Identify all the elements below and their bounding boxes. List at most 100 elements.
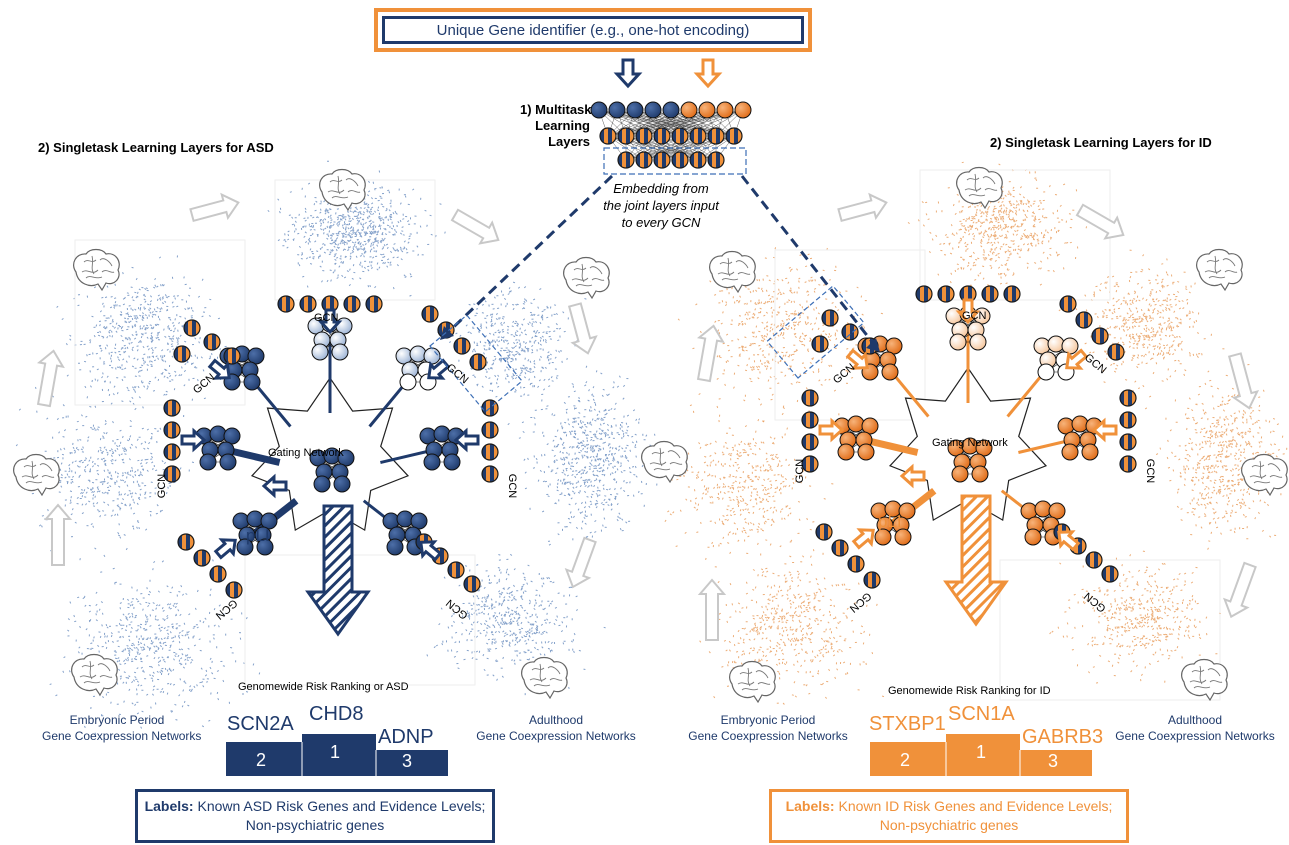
asd-pli-label: pLI: [246, 526, 270, 545]
mt-input-node: [626, 101, 644, 119]
id-gating-net: [947, 437, 993, 483]
asd-expert-net-4-node: [443, 453, 461, 471]
asd-embryonic-label: Embryonic Period Gene Coexpression Netwo…: [42, 712, 201, 744]
asd-adulthood-label: Adulthood Gene Coexpression Networks: [466, 712, 646, 744]
asd-gcn-arrow-6: [419, 540, 443, 562]
asd-gcn-node-5-2: [225, 581, 243, 599]
brain-icon-8-folds: [1204, 255, 1238, 279]
asd-labels-box: Labels: Known ASD Risk Genes and Evidenc…: [135, 789, 495, 843]
asd-expert-net-5-node: [246, 510, 264, 528]
gray-arrow-9-shape: [1227, 352, 1260, 410]
gray-arrow-12: [696, 324, 725, 383]
id-expert-net-4-node: [1081, 443, 1099, 461]
id-gcn-arrow-shape-0: [955, 298, 981, 325]
id-gcn-arrow-2: [1065, 348, 1089, 370]
asd-gcn-arrow-3: [180, 427, 207, 453]
mt-embed-node-circle: [671, 151, 689, 169]
asd-gcn-node-6-1-circle: [447, 561, 465, 579]
asd-gcn-node-3-0: [163, 399, 181, 417]
id-title: 2) Singletask Learning Layers for ID: [990, 135, 1212, 150]
mt-edge: [697, 109, 744, 137]
mt-embed-node-circle: [653, 151, 671, 169]
gray-arrow-8: [1075, 203, 1125, 240]
asd-cloud-3: [437, 281, 588, 426]
asd-gating-net: [309, 447, 355, 493]
brain-icon-10-folds: [1189, 665, 1223, 689]
multitask-label: 1) Multitask Learning Layers: [520, 102, 592, 150]
asd-gcn-node-3-1: [163, 421, 181, 439]
id-gcn-arrow-shape-1: [845, 348, 869, 370]
gray-arrow-11-shape: [697, 578, 727, 641]
id-labels-rest: Known ID Risk Genes and Evidence Levels;: [834, 798, 1113, 814]
asd-podium-step3: [376, 750, 448, 776]
brain-icon-11: [729, 660, 776, 704]
id-gcn-node-0-0-circle: [915, 285, 933, 303]
id-gcn-node-2-1: [1091, 327, 1109, 345]
embedding-line2: the joint layers input: [603, 198, 719, 213]
mt-hidden-node-circle: [689, 127, 707, 145]
brain-icon-5-folds: [79, 660, 113, 684]
asd-gcn-arrow-5: [213, 538, 237, 560]
asd-rank2-gene: SCN2A: [227, 713, 294, 735]
id-gcn-arrow-shape-4: [1091, 417, 1118, 443]
mt-input-node: [698, 101, 716, 119]
asd-gcn-arrow-shape-1: [207, 358, 231, 380]
brain-icon-12: [641, 440, 688, 484]
brain-icon-7: [956, 166, 1003, 210]
id-rank3-num: 3: [1048, 751, 1059, 771]
brain-icon-1-outline: [319, 168, 366, 212]
id-rank2-gene: STXBP1: [869, 713, 946, 735]
input-box-outer: Unique Gene identifier (e.g., one-hot en…: [374, 8, 812, 52]
brain-icon-11-outline: [729, 660, 776, 704]
gray-arrow-11: [697, 578, 727, 641]
asd-gcn-arrow-shape-4: [453, 427, 480, 453]
brain-icon-9-folds: [1249, 460, 1283, 484]
asd-gating-net-node: [333, 475, 351, 493]
embedding-arrow-left: [438, 174, 614, 342]
gray-arrow-5-shape: [43, 503, 73, 566]
mt-embed-node-circle: [707, 151, 725, 169]
id-gcn-node-5-3-circle: [815, 523, 833, 541]
id-adulthood-line1: Adulthood: [1167, 713, 1223, 727]
asd-gcn-label-top: GCN: [314, 312, 339, 324]
brain-icon-6: [709, 250, 756, 294]
id-gcn-arrow-shape-5: [851, 528, 875, 550]
id-cloud-7-dots: [654, 386, 834, 568]
embedding-line3: to every GCN: [621, 215, 701, 230]
asd-labels-bold: Labels:: [144, 798, 194, 814]
mt-edge: [679, 109, 744, 137]
gray-arrow-2-shape: [450, 208, 500, 245]
id-expert-net-1-node: [881, 363, 899, 381]
id-gcn-node-4-1-circle: [1119, 411, 1137, 429]
asd-expert-net-4-node: [433, 425, 451, 443]
brain-icon-1-folds: [327, 175, 361, 199]
input-box-label: Unique Gene identifier (e.g., one-hot en…: [382, 16, 804, 44]
mt-embed-node: [617, 151, 635, 169]
brain-icon-8-outline: [1196, 248, 1243, 292]
brain-icon-12-folds: [649, 447, 683, 471]
embedding-dashed-box: [603, 147, 747, 175]
asd-gcn-node-2-1-circle: [453, 337, 471, 355]
mt-edge: [607, 109, 672, 137]
asd-labels-line1: Labels: Known ASD Risk Genes and Evidenc…: [145, 797, 486, 816]
id-gcn-node-1-0-circle: [821, 309, 839, 327]
id-gcn-node-5-1-circle: [847, 555, 865, 573]
id-gcn-node-3-1-circle: [801, 411, 819, 429]
id-gcn-node-6-2: [1101, 565, 1119, 583]
gray-arrow-6-shape: [36, 349, 65, 408]
brain-icon-9: [1241, 453, 1288, 497]
brain-icon-0: [73, 248, 120, 292]
faint-frame-2: [244, 554, 476, 686]
id-rank2-num: 2: [900, 750, 911, 770]
mt-hidden-node-circle: [725, 127, 743, 145]
id-rank1-gene: SCN1A: [948, 703, 1015, 725]
asd-title: 2) Singletask Learning Layers for ASD: [38, 140, 274, 155]
asd-gcn-node-3-0-circle: [163, 399, 181, 417]
brain-icon-2: [563, 256, 610, 300]
id-gcn-node-5-2-circle: [863, 571, 881, 589]
asd-gcn-arrow-shape-6: [419, 540, 443, 562]
mt-hidden-node: [689, 127, 707, 145]
asd-gcn-node-5-0-circle: [193, 549, 211, 567]
